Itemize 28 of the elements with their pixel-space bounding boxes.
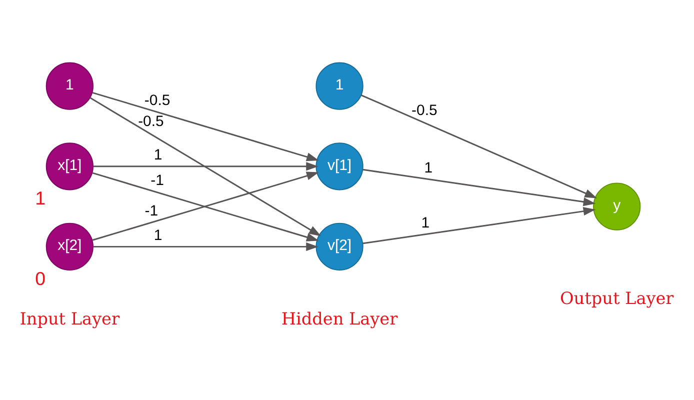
arrow	[362, 168, 596, 206]
edge-label: -0.5	[138, 112, 164, 130]
edge-label: -1	[150, 172, 164, 190]
arrow	[360, 94, 598, 198]
edge-label: 1	[154, 146, 162, 164]
label: Input Layer	[20, 308, 120, 329]
edge-label: 1	[421, 214, 430, 232]
label: Hidden Layer	[281, 308, 398, 329]
node-circle: 1	[46, 62, 94, 110]
node-circle: v[1]	[316, 142, 364, 190]
node-circle: x[2]	[46, 222, 94, 270]
label: Output Layer	[560, 288, 674, 308]
arrow	[93, 162, 318, 171]
arrow	[93, 242, 318, 251]
arrow	[90, 97, 322, 236]
node-circle: x[1]	[46, 142, 94, 190]
edge-label: -1	[144, 202, 158, 220]
edge-label: 1	[154, 227, 162, 244]
node-circle: v[2]	[316, 222, 364, 270]
arrow	[362, 207, 596, 244]
node-circle: 1	[316, 62, 364, 110]
arrow	[92, 92, 319, 162]
node-circle: y	[593, 182, 641, 230]
node-label: 0	[35, 268, 46, 289]
edge-label: -0.5	[144, 92, 170, 109]
node-label: 1	[35, 188, 46, 209]
edge-label: 1	[424, 159, 433, 176]
edge-label: -0.5	[412, 102, 438, 120]
